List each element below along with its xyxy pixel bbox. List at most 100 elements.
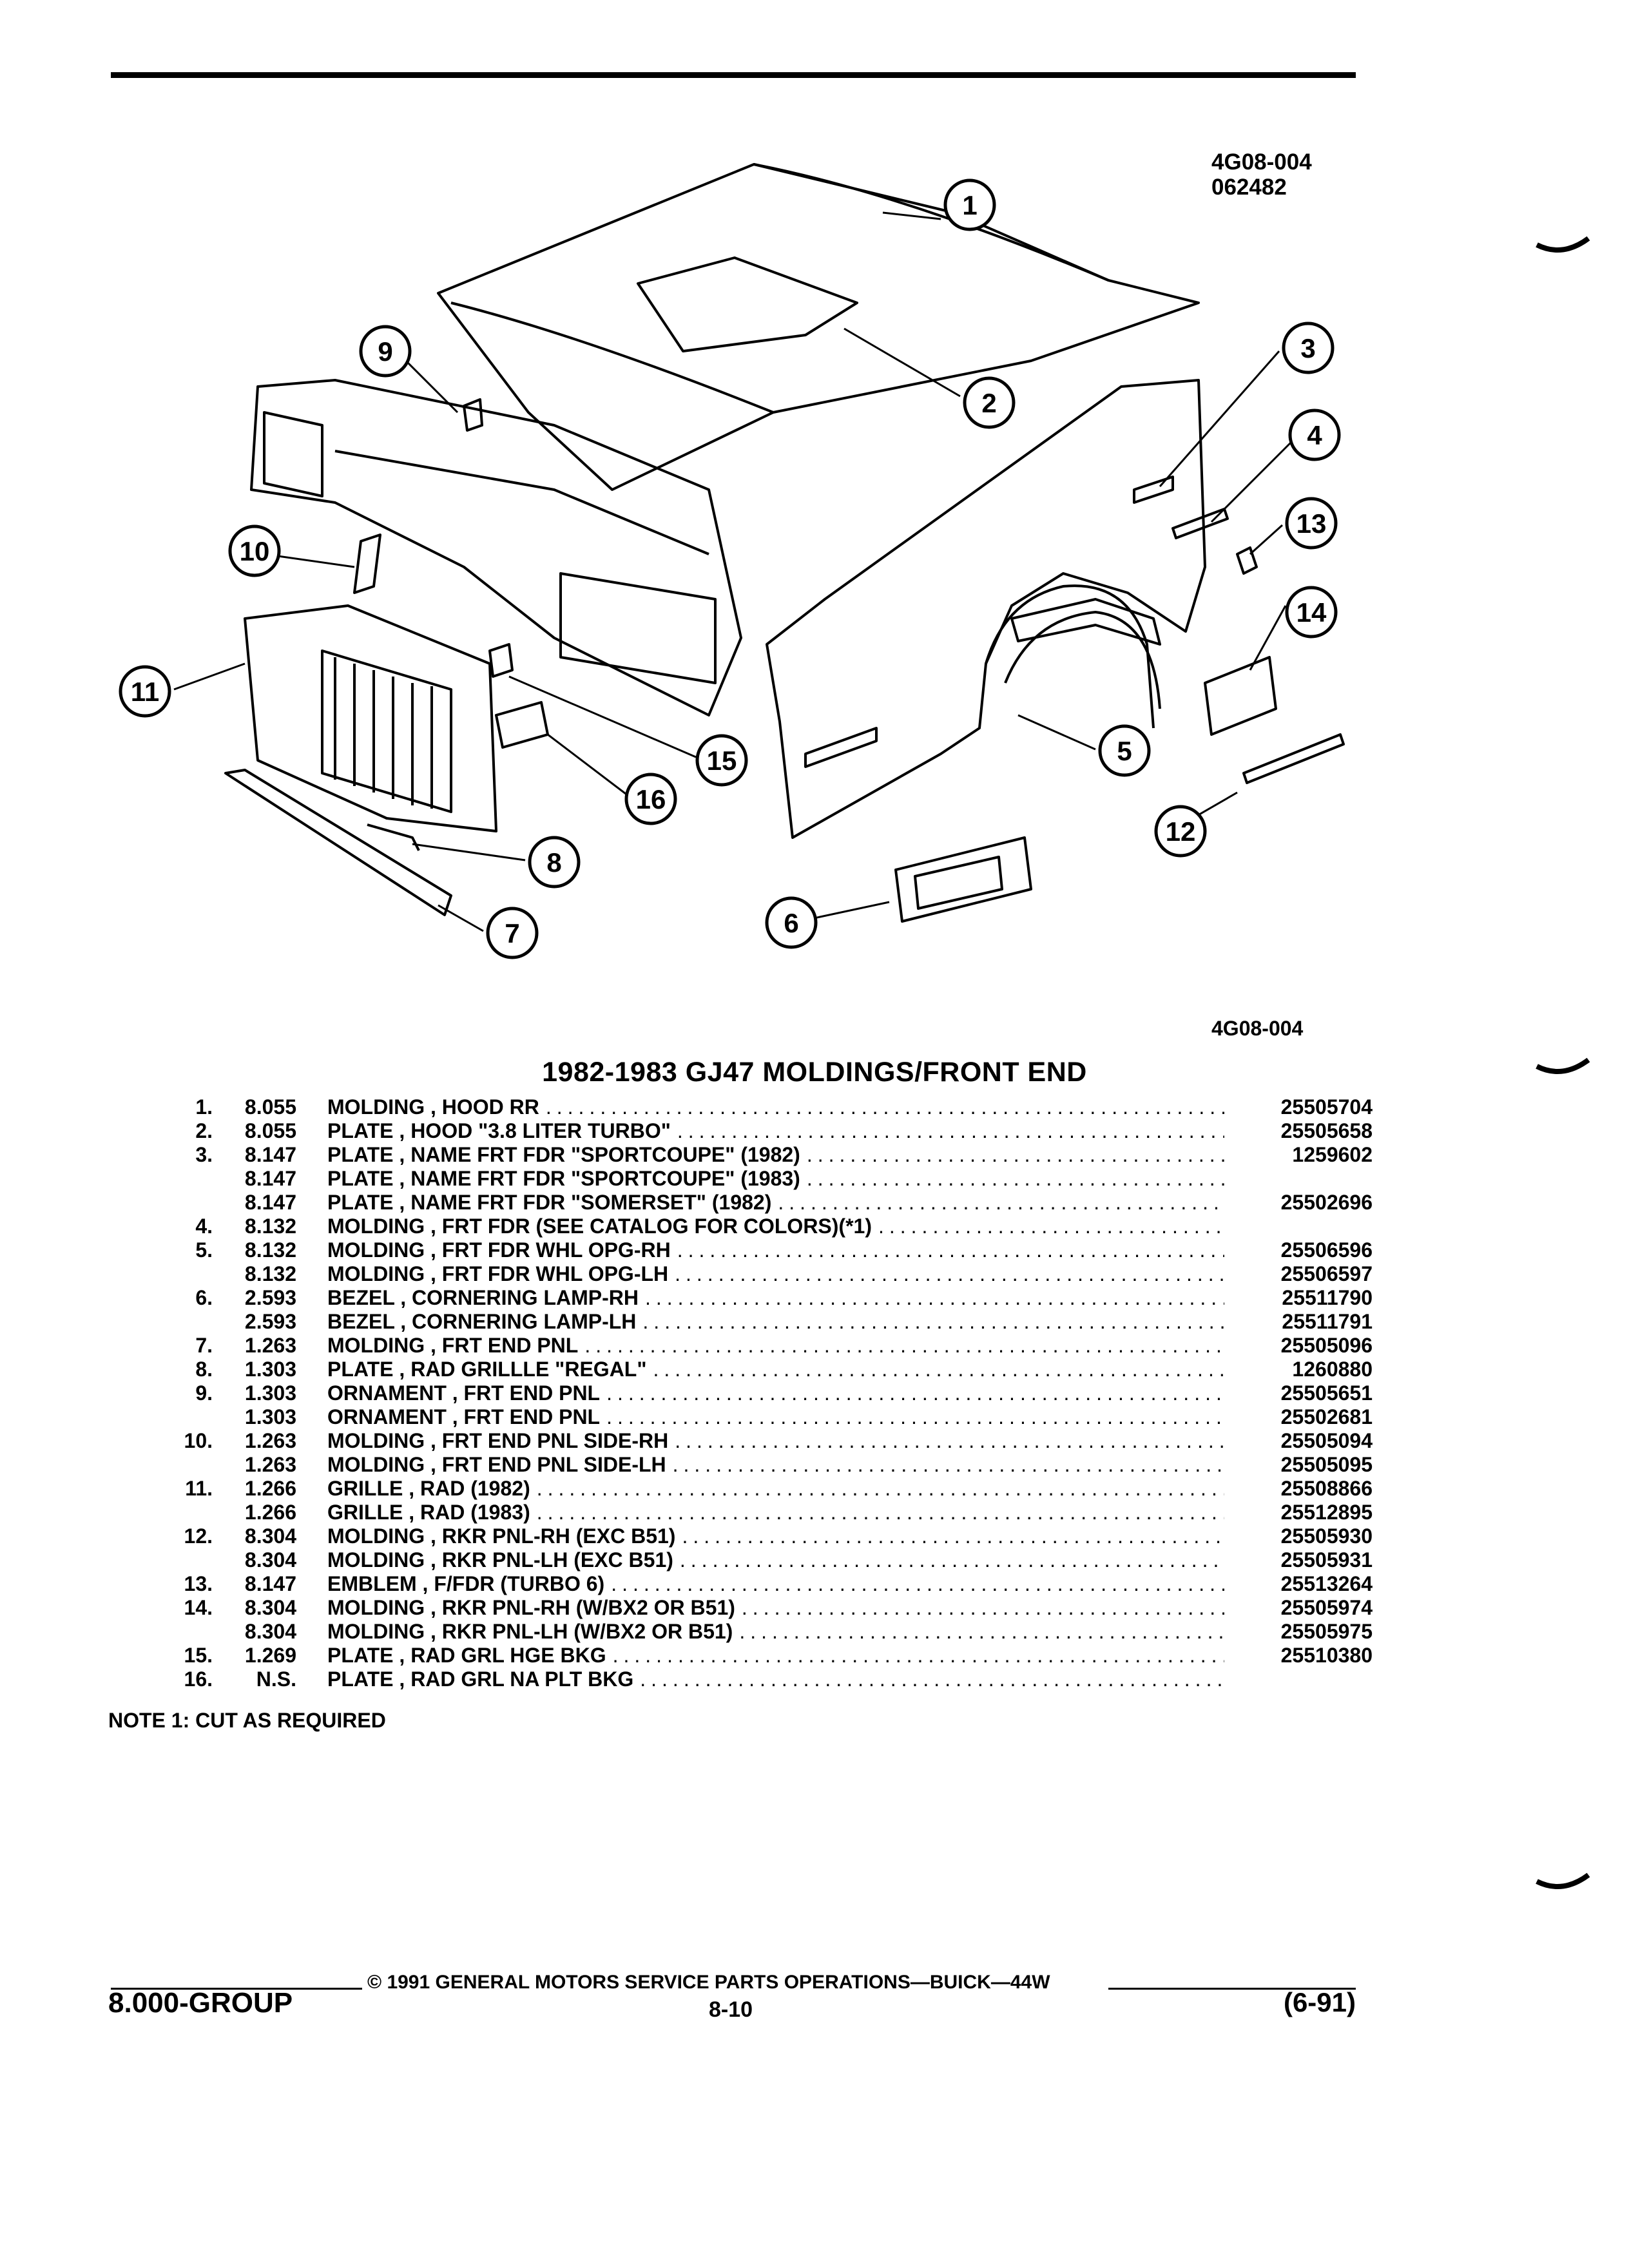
item-number: 14. <box>184 1596 213 1619</box>
dot-leader: ........................................… <box>545 1095 1224 1119</box>
page-number: 8-10 <box>709 1997 753 2022</box>
svg-text:3: 3 <box>1300 333 1315 363</box>
group-number: 8.132 <box>244 1262 296 1285</box>
part-row: 6. 2.593 BEZEL , CORNERING LAMP-RH........… <box>148 1286 1373 1310</box>
item-number: 16. <box>184 1667 213 1691</box>
part-row: 1.303 ORNAMENT , FRT END PNL.............… <box>148 1405 1373 1429</box>
callouts: 1 2 3 4 5 6 7 8 9 10 11 12 13 14 15 16 <box>119 178 1341 959</box>
callout-10: 10 <box>228 524 281 577</box>
item-number: 9. <box>195 1381 213 1405</box>
svg-text:9: 9 <box>378 336 392 367</box>
dot-leader: ........................................… <box>611 1572 1224 1595</box>
part-number: 25510380 <box>1280 1644 1373 1667</box>
description-leader: PLATE , NAME FRT FDR "SOMERSET" (1982)..… <box>327 1191 1224 1215</box>
group-number: 8.304 <box>244 1524 296 1548</box>
callout-3: 3 <box>1282 322 1335 374</box>
group-number: 8.304 <box>244 1620 296 1643</box>
svg-text:8: 8 <box>546 847 561 878</box>
item-number: 6. <box>195 1286 213 1309</box>
part-row: 8.147 PLATE , NAME FRT FDR "SOMERSET" (19… <box>148 1191 1373 1215</box>
group-number: N.S. <box>256 1667 296 1691</box>
item-number: 5. <box>195 1238 213 1262</box>
svg-text:6: 6 <box>784 908 798 938</box>
part-number: 25502681 <box>1280 1405 1373 1428</box>
description-leader: ORNAMENT , FRT END PNL..................… <box>327 1405 1224 1429</box>
group-number: 1.266 <box>244 1501 296 1524</box>
footer-rule-right <box>1108 1988 1356 1990</box>
dot-leader: ........................................… <box>675 1262 1224 1285</box>
svg-text:2: 2 <box>981 388 996 418</box>
description-leader: BEZEL , CORNERING LAMP-LH...............… <box>327 1310 1224 1334</box>
description-leader: PLATE , RAD GRL HGE BKG.................… <box>327 1644 1224 1667</box>
illustration-code-block: 4G08-004 062482 <box>1211 149 1312 200</box>
svg-text:10: 10 <box>240 536 270 566</box>
description-leader: MOLDING , RKR PNL-LH (W/BX2 OR B51).....… <box>327 1620 1224 1644</box>
svg-text:12: 12 <box>1166 816 1196 847</box>
illustration-date-code: 062482 <box>1211 175 1287 200</box>
part-description: MOLDING , FRT FDR (SEE CATALOG FOR COLOR… <box>327 1215 878 1238</box>
part-description: MOLDING , RKR PNL-RH (EXC B51) <box>327 1524 682 1548</box>
part-number: 25508866 <box>1280 1477 1373 1500</box>
dot-leader: ........................................… <box>679 1548 1224 1571</box>
part-number: 25506596 <box>1280 1238 1373 1262</box>
dot-leader: ........................................… <box>606 1381 1224 1405</box>
part-number: 25505651 <box>1280 1381 1373 1405</box>
part-description: PLATE , RAD GRL HGE BKG <box>327 1644 613 1667</box>
group-number: 8.304 <box>244 1548 296 1571</box>
part-description: MOLDING , FRT END PNL SIDE-RH <box>327 1429 675 1453</box>
part-number: 25505096 <box>1280 1334 1373 1357</box>
top-rule <box>111 72 1356 78</box>
part-description: BEZEL , CORNERING LAMP-RH <box>327 1286 645 1310</box>
part-description: MOLDING , FRT END PNL SIDE-LH <box>327 1453 673 1477</box>
binder-mark-middle <box>1536 1057 1590 1074</box>
part-number: 25502696 <box>1280 1191 1373 1214</box>
item-number: 7. <box>195 1334 213 1357</box>
callout-11: 11 <box>119 665 171 718</box>
front-end-panel <box>250 379 742 716</box>
description-leader: ORNAMENT , FRT END PNL..................… <box>327 1381 1224 1405</box>
group-number: 8.132 <box>244 1215 296 1238</box>
part-description: BEZEL , CORNERING LAMP-LH <box>327 1310 643 1334</box>
item-number: 3. <box>195 1143 213 1166</box>
footer-rule-left <box>111 1988 362 1990</box>
item-number: 4. <box>195 1215 213 1238</box>
front-end-exploded-diagram: 1 2 3 4 5 6 7 8 9 10 11 12 13 14 15 16 <box>119 163 1345 959</box>
item-number: 11. <box>185 1477 213 1500</box>
part-number: 25511790 <box>1282 1286 1373 1309</box>
dot-leader: ........................................… <box>677 1238 1224 1262</box>
dot-leader: ........................................… <box>640 1667 1224 1691</box>
footnote: NOTE 1: CUT AS REQUIRED <box>108 1709 386 1732</box>
binder-mark-top <box>1536 236 1590 253</box>
group-number: 2.593 <box>244 1286 296 1309</box>
callout-16: 16 <box>624 773 677 825</box>
group-number: 1.269 <box>244 1644 296 1667</box>
wheel-opening-molding <box>1010 598 1161 646</box>
group-number: 1.303 <box>244 1405 296 1428</box>
grille-na-plate <box>495 701 549 749</box>
item-number: 8. <box>195 1358 213 1381</box>
description-leader: MOLDING , FRT FDR WHL OPG-LH............… <box>327 1262 1224 1286</box>
callout-4: 4 <box>1288 408 1341 461</box>
dot-leader: ........................................… <box>806 1143 1224 1166</box>
group-number: 8.147 <box>244 1191 296 1214</box>
grille-hinge-plate <box>488 643 514 678</box>
group-number: 8.055 <box>244 1095 296 1119</box>
dot-leader: ........................................… <box>878 1215 1224 1238</box>
description-leader: BEZEL , CORNERING LAMP-RH...............… <box>327 1286 1224 1310</box>
part-number: 25505094 <box>1280 1429 1373 1452</box>
dot-leader: ........................................… <box>536 1477 1224 1500</box>
svg-text:4: 4 <box>1307 420 1322 450</box>
part-description: EMBLEM , F/FDR (TURBO 6) <box>327 1572 612 1596</box>
part-number: 25505974 <box>1280 1596 1373 1619</box>
dot-leader: ........................................… <box>584 1334 1224 1357</box>
dot-leader: ........................................… <box>612 1644 1224 1667</box>
item-number: 15. <box>184 1644 213 1667</box>
description-leader: MOLDING , HOOD RR.......................… <box>327 1095 1224 1119</box>
front-end-panel-ornament <box>463 398 483 432</box>
